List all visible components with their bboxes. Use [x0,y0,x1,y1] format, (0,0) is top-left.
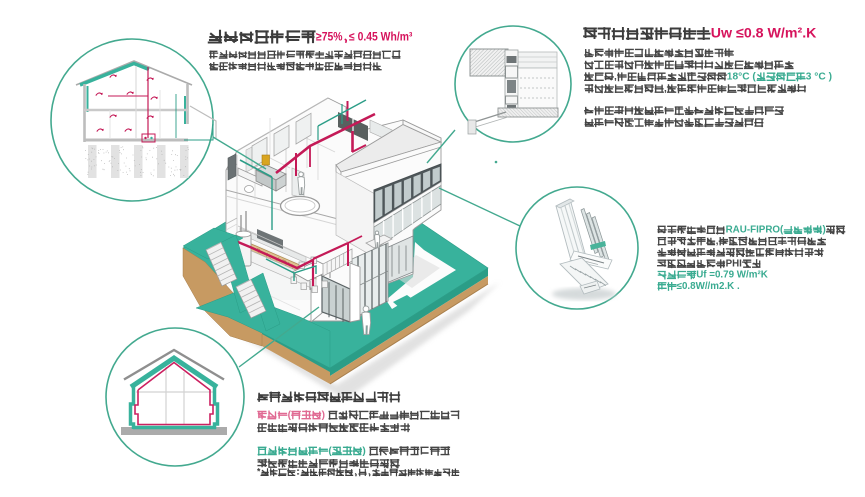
svg-text:≥75%: ≥75% [316,30,343,44]
svg-text:≤ 0.45 Wh/m³: ≤ 0.45 Wh/m³ [349,30,412,44]
svg-text:): ) [362,446,365,457]
svg-text:RAU-FIPRO(: RAU-FIPRO( [726,225,784,236]
svg-text:18°C (: 18°C ( [727,72,757,83]
svg-text:(: ( [288,410,292,421]
svg-text:): ) [322,410,325,421]
svg-text:PHI: PHI [726,258,743,269]
svg-text:,: , [614,72,617,83]
svg-text:(: ( [328,446,332,457]
svg-text:,: , [716,236,719,247]
svg-text::: : [296,467,301,477]
svg-text:,: , [664,83,667,94]
svg-text:Uw ≤0.8 W/m².K: Uw ≤0.8 W/m².K [711,25,817,41]
svg-text:Uf =0.79 W/m²K: Uf =0.79 W/m²K [696,270,768,281]
svg-text:*: * [257,467,261,477]
svg-text:): ) [823,225,826,236]
svg-text:3 °C ): 3 °C ) [806,72,832,83]
svg-text:≤0.8W//m2.K .: ≤0.8W//m2.K . [677,281,740,292]
